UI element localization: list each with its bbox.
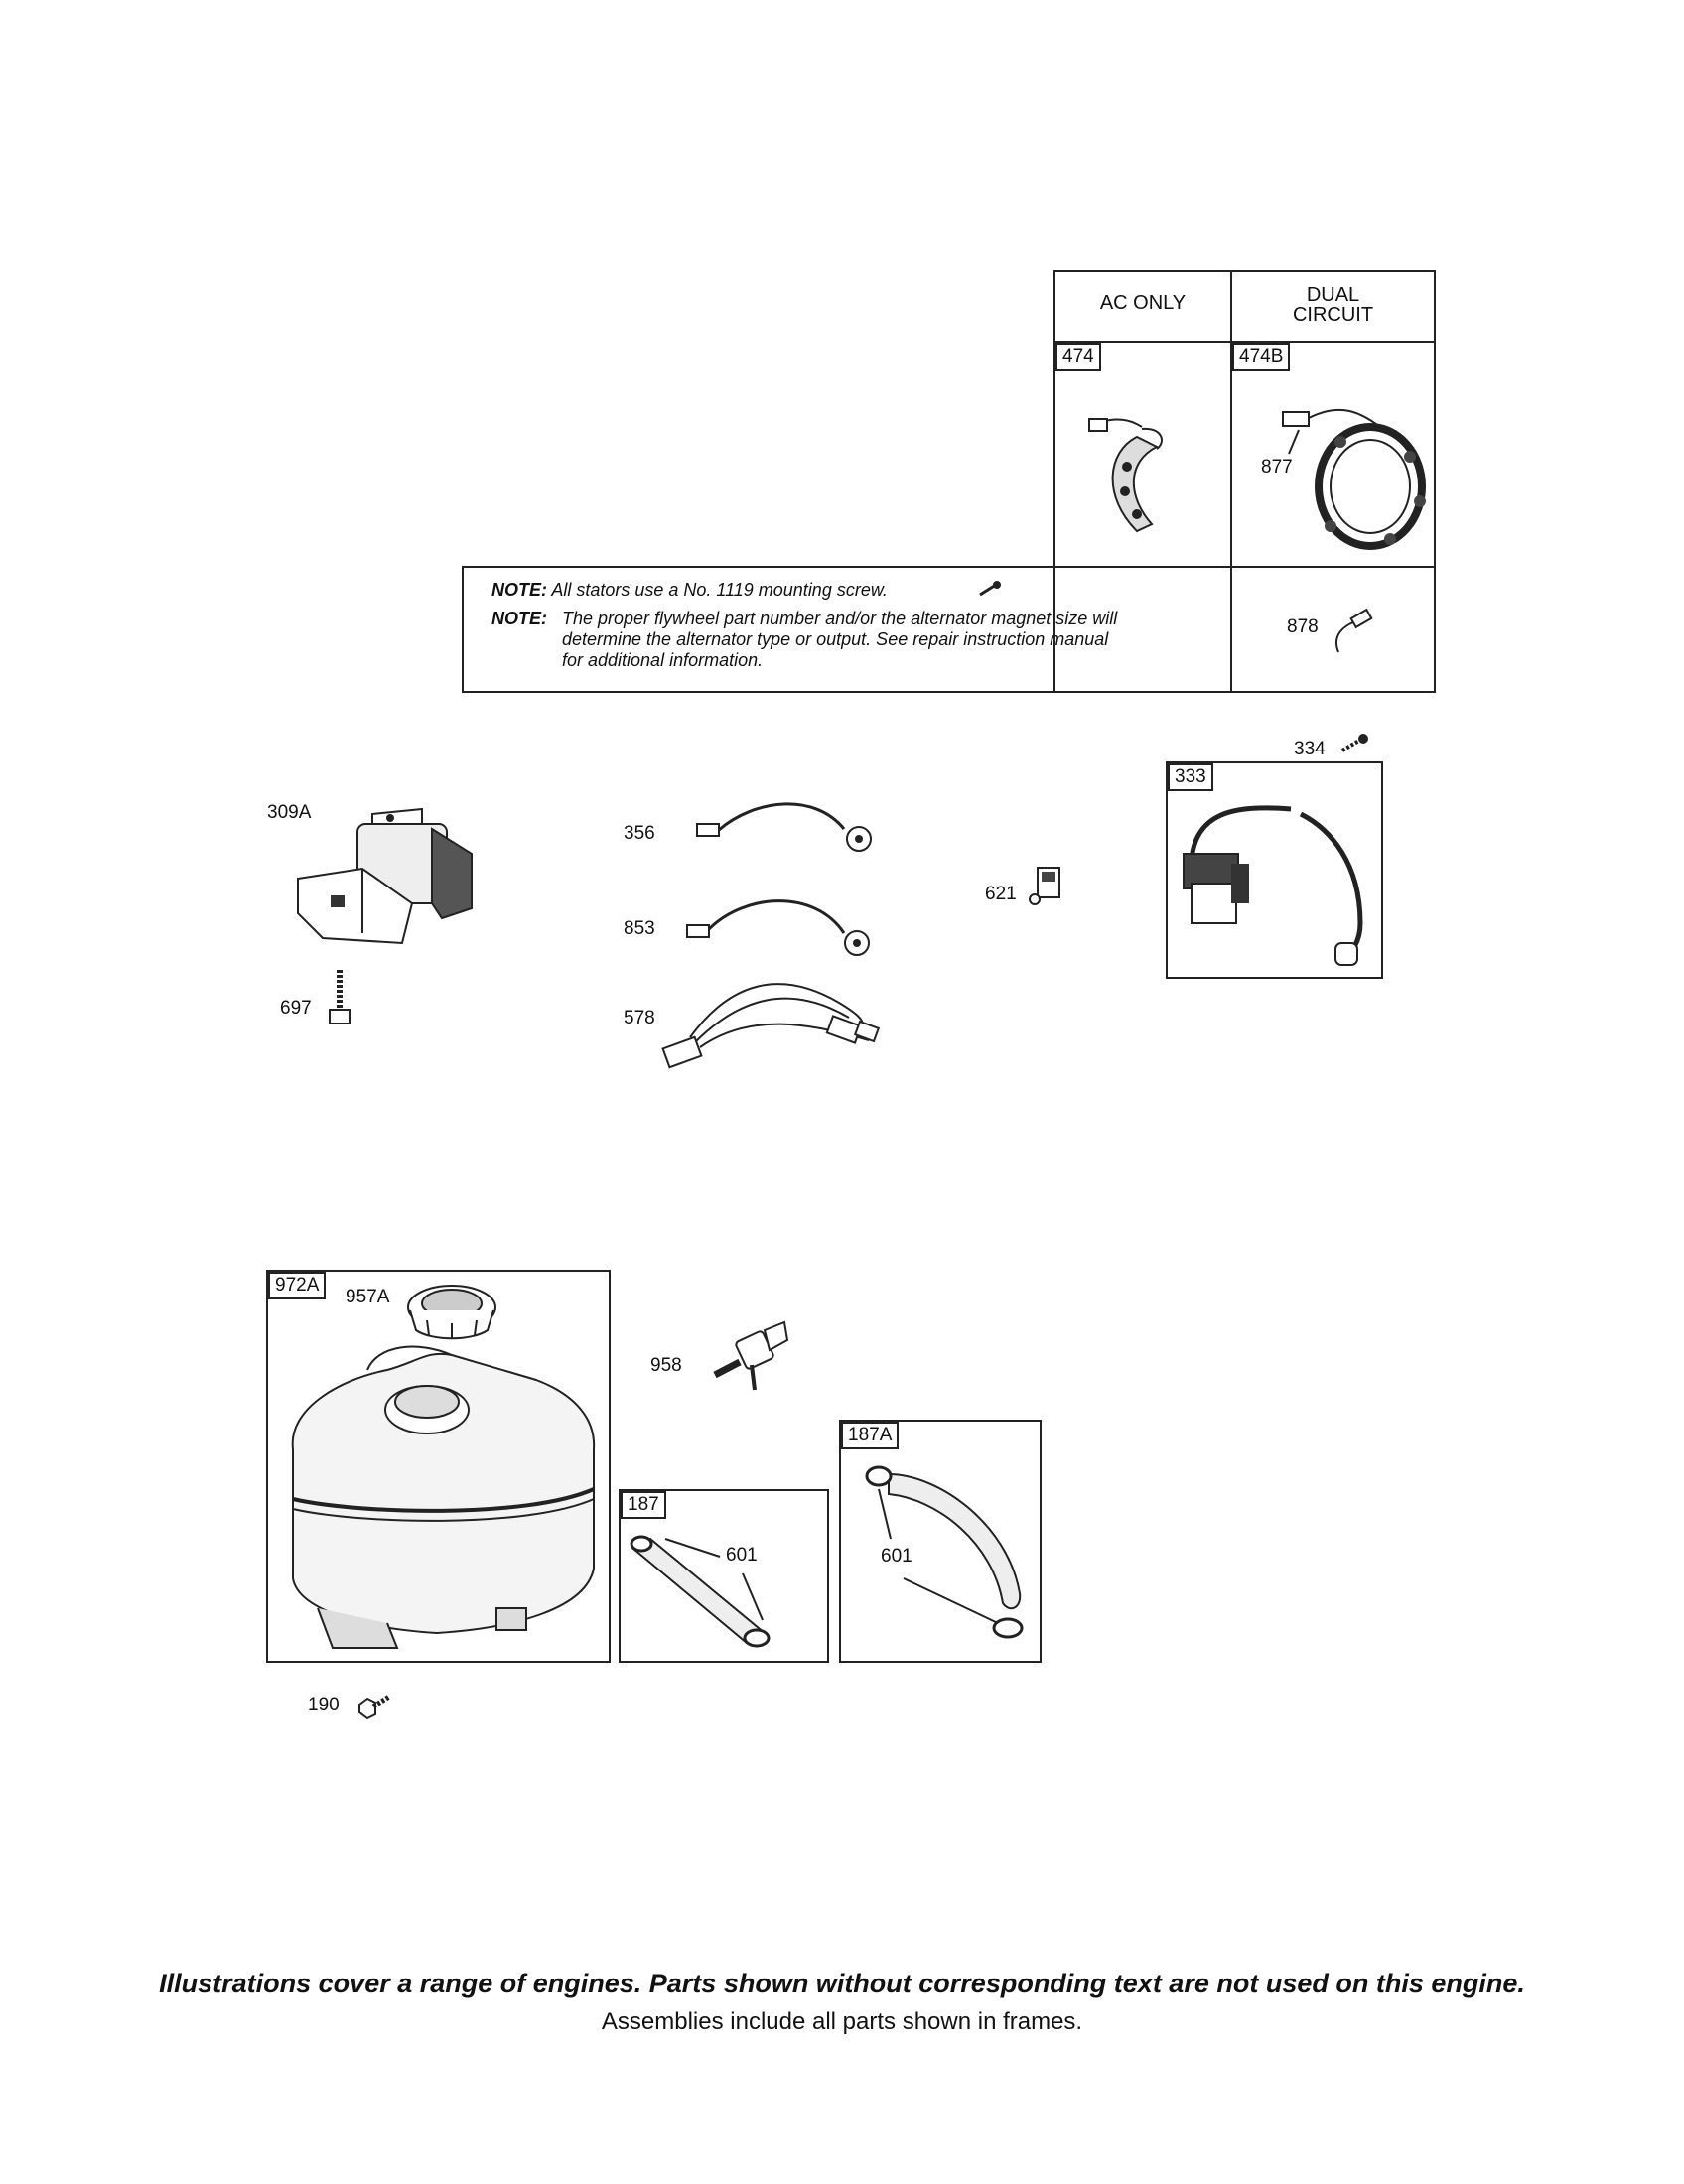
note1-label: NOTE: [491,580,547,600]
callout-621: 621 [985,884,1017,904]
dual-circuit-header-line1: DUAL [1306,284,1360,306]
note2-line2: determine the alternator type or output.… [562,629,1109,649]
notes-divider [1230,566,1232,693]
note1-text: All stators use a No. 1119 mounting scre… [551,580,888,600]
part-190-illustration [358,1694,391,1720]
callout-578: 578 [624,1008,655,1028]
part-tag-474B: 474B [1232,343,1291,371]
callout-356: 356 [624,823,655,844]
part-697-illustration [329,970,351,1024]
callout-697: 697 [280,998,312,1019]
callout-190: 190 [308,1695,340,1715]
part-878-illustration [1335,608,1373,653]
frame-333 [1166,761,1383,979]
frame-187 [619,1489,829,1663]
stator-dual-circuit-illustration [1282,408,1426,550]
callout-878: 878 [1287,616,1319,637]
part-309A-illustration [297,807,473,945]
callout-309A: 309A [267,802,312,823]
note1: NOTE: All stators use a No. 1119 mountin… [491,580,888,601]
part-621-illustration [1029,867,1060,905]
callout-601-a: 601 [726,1545,758,1566]
callout-853: 853 [624,918,655,939]
part-958-illustration [713,1320,789,1391]
part-972A-fuel-tank-illustration [291,1345,596,1649]
callout-601-b: 601 [881,1546,912,1567]
footer-assemblies-note: Assemblies include all parts shown in fr… [601,2008,1083,2035]
frame-187A [839,1420,1042,1663]
part-tag-474: 474 [1055,343,1101,371]
callout-958: 958 [650,1355,682,1376]
part-tag-187: 187 [621,1491,666,1519]
part-578-illustration [661,983,881,1069]
screw-icon [979,581,1001,597]
part-187A-illustration [865,1465,1024,1639]
note2-line3: for additional information. [562,650,764,670]
part-853-illustration [686,899,870,956]
part-957A-fuel-cap-illustration [407,1285,496,1340]
part-333-illustration [1183,805,1363,966]
dual-circuit-header-line2: CIRCUIT [1292,304,1374,326]
frame-972A [266,1270,611,1663]
stator-table-divider-h [1053,341,1436,343]
part-tag-333: 333 [1168,763,1213,791]
part-334-illustration [1340,734,1368,752]
stator-ac-only-illustration [1088,418,1163,533]
stator-table-divider-v [1230,270,1232,693]
callout-334: 334 [1294,739,1326,759]
footer-disclaimer: Illustrations cover a range of engines. … [159,1969,1525,1998]
part-187-illustration [630,1535,771,1648]
part-tag-972A: 972A [268,1272,327,1299]
ac-only-header: AC ONLY [1099,292,1187,314]
callout-877: 877 [1261,457,1293,478]
note2-label: NOTE: [491,609,547,628]
part-tag-187A: 187A [841,1422,900,1449]
notes-box [462,566,1436,693]
callout-957A: 957A [346,1287,390,1307]
note2-line1: The proper flywheel part number and/or t… [562,609,1118,628]
part-356-illustration [696,802,872,852]
